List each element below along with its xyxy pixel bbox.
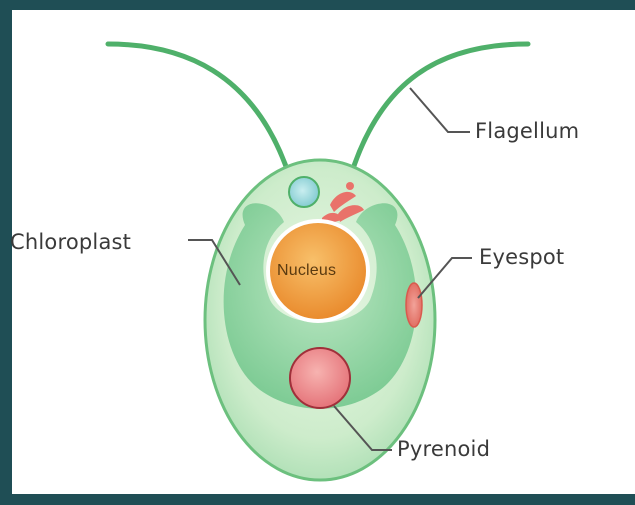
flagellum-left: [108, 44, 290, 178]
flagellum-right: [350, 44, 528, 178]
chloroplast-label: Chloroplast: [10, 230, 131, 254]
eyespot-label: Eyespot: [479, 245, 564, 269]
flagellum-leader-line: [410, 88, 470, 132]
flagellum-label: Flagellum: [475, 119, 579, 143]
pyrenoid-label: Pyrenoid: [397, 437, 490, 461]
contractile-vacuole: [289, 177, 319, 207]
pyrenoid: [290, 348, 350, 408]
nucleus-label: Nucleus: [277, 262, 336, 280]
eyespot: [406, 283, 422, 327]
